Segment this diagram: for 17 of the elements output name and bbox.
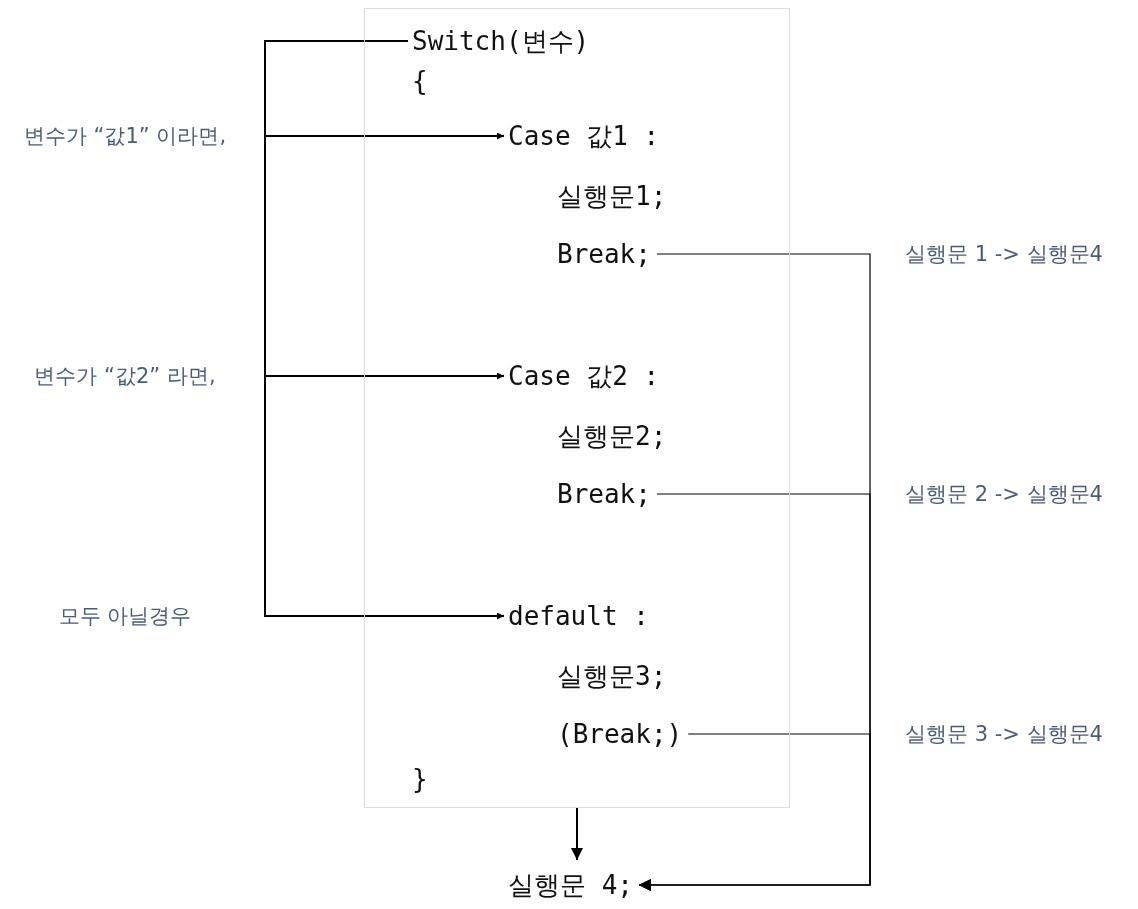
arrow [571,807,583,861]
statement-text: 실행문 4; [508,868,633,902]
code-brace: { [412,64,428,98]
code-line: 실행문2; [557,419,667,453]
code-line: Switch(변수) [412,24,590,58]
code-line: default : [508,599,649,633]
code-line: Case 값2 : [508,359,660,393]
code-line: 실행문1; [557,179,667,213]
arrow [638,733,871,891]
code-brace: } [412,762,428,796]
code-line: Break; [557,237,651,271]
code-line: Break; [557,477,651,511]
arrow [264,40,505,620]
code-line: (Break;) [557,717,683,751]
code-panel [364,8,790,808]
code-line: 실행문3; [557,659,667,693]
code-line: Case 값1 : [508,119,660,153]
